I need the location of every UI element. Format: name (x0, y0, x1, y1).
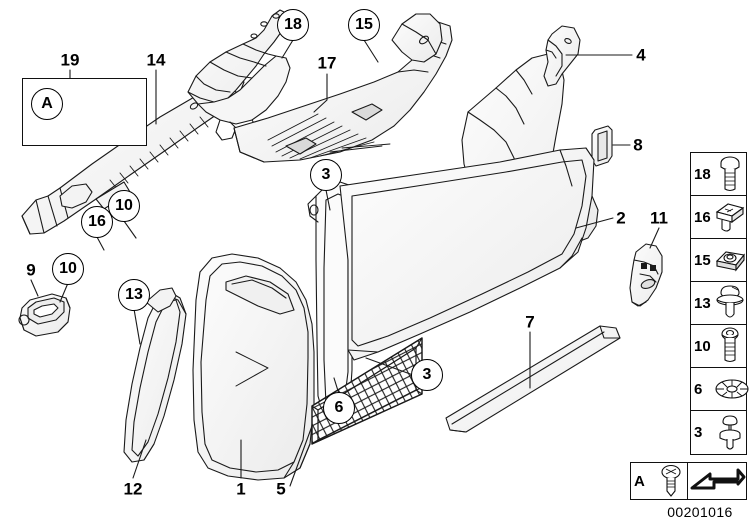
callout-8: 8 (633, 135, 643, 155)
callout-6: 6 (323, 392, 355, 424)
callout-16: 16 (81, 206, 113, 238)
legend-number: 16 (694, 208, 711, 226)
speed-nut-icon (714, 245, 748, 275)
part-1-luggage-trim (192, 253, 315, 481)
inset-box-19: A (22, 78, 147, 146)
callout-15: 15 (348, 9, 380, 41)
square-push-clip-icon (714, 199, 746, 235)
callout-7: 7 (525, 312, 535, 332)
callout-14: 14 (146, 50, 166, 70)
leader-lines (30, 39, 660, 487)
hex-head-bolt-icon (714, 155, 746, 193)
callout-5: 5 (276, 479, 286, 499)
legend-number: 3 (694, 424, 703, 441)
legend-number: A (634, 472, 645, 490)
direction-arrow-icon (688, 463, 746, 499)
callout-11: 11 (650, 208, 668, 228)
callout-13: 13 (118, 279, 150, 311)
legend-number: 15 (694, 251, 711, 269)
pan-head-screw-icon (654, 464, 687, 498)
part-4-cover-cap (543, 25, 581, 87)
part-16-fitting (59, 183, 93, 209)
legend-row: 18 (691, 153, 746, 196)
legend-number: 10 (694, 337, 711, 355)
callout-3: 3 (310, 159, 342, 191)
callout-2: 2 (616, 208, 626, 228)
fastener-legend: 18 16 (690, 152, 749, 455)
part-7-trim-strip (445, 325, 621, 433)
legend-row: 3 (691, 411, 746, 454)
callout-10: 10 (108, 190, 140, 222)
legend-a-cell: A (631, 463, 688, 499)
part-12-pillar-trim (123, 291, 187, 463)
part-8-insert-strip (591, 125, 613, 167)
part-2b-rear-panel (339, 147, 595, 361)
callout-12: 12 (123, 479, 143, 499)
part-9-switch-housing (18, 293, 71, 337)
legend-row: 15 (691, 239, 746, 282)
legend-row: 6 (691, 368, 749, 411)
part-15-end-cap (391, 13, 443, 63)
push-pin-rivet-icon (714, 414, 746, 452)
diagram-id: 00201016 (667, 504, 733, 520)
legend-row: 16 (691, 196, 746, 239)
expanding-rivet-icon (714, 284, 746, 322)
callout-10: 10 (52, 253, 84, 285)
part-13-corner-wedge (145, 287, 177, 313)
legend-footer-row: A (630, 462, 747, 500)
part-11-latch-clip (629, 243, 663, 307)
legend-row: 13 (691, 282, 746, 325)
legend-number: 18 (694, 165, 711, 183)
star-washer-icon (714, 376, 750, 402)
legend-number: 13 (694, 294, 711, 312)
legend-row: 10 (691, 325, 746, 368)
flange-head-screw-icon (714, 327, 746, 365)
callout-18: 18 (277, 9, 309, 41)
callout-17: 17 (317, 53, 337, 73)
inset-badge-a: A (31, 88, 63, 120)
callout-9: 9 (26, 260, 36, 280)
legend-number: 6 (694, 380, 703, 398)
callout-4: 4 (636, 45, 646, 65)
callout-19: 19 (60, 50, 80, 70)
callout-3: 3 (411, 359, 443, 391)
callout-1: 1 (236, 479, 246, 499)
